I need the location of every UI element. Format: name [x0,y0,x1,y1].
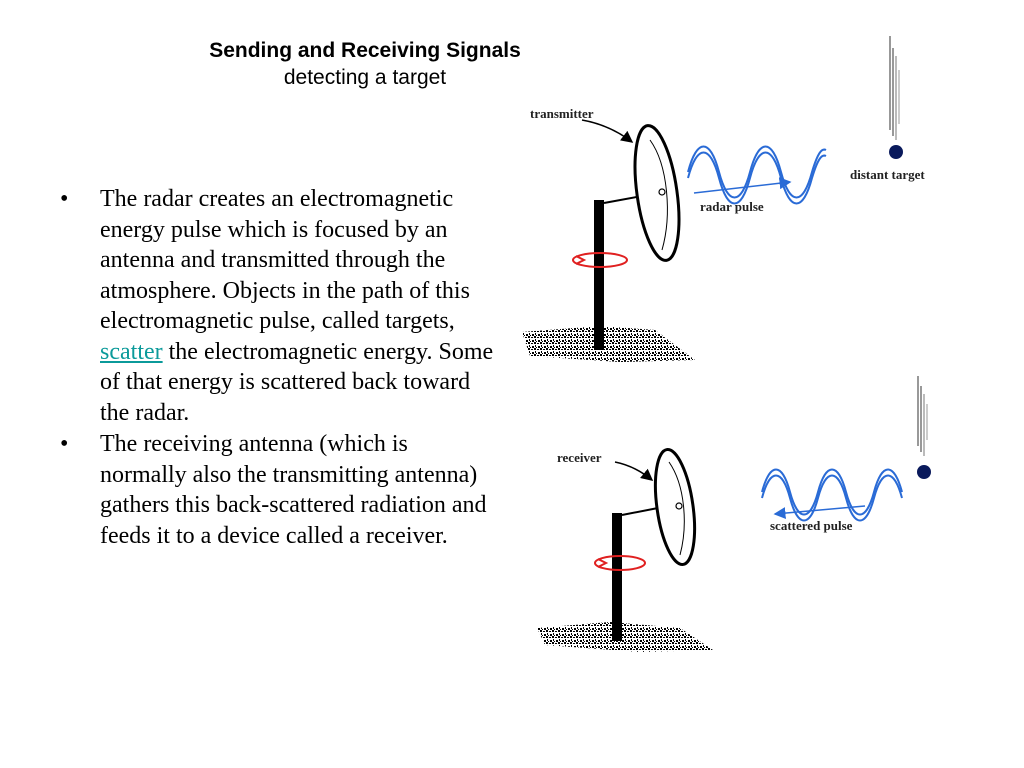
receiver-label: receiver [557,450,602,465]
transmitter-diagram: transmitter radar pulse distant target [522,36,925,362]
antenna-pole-bottom [612,513,622,641]
bullet-item-2: • The receiving antenna (which is normal… [60,429,500,551]
ground-top [522,326,695,362]
bullet-1-text-after: the electromagnetic energy. Some of that… [100,338,494,426]
bullet-item-1: • The radar creates an electromagnetic e… [60,184,500,428]
receiver-pointer-arrow [614,461,654,481]
title-main: Sending and Receiving Signals [209,39,521,62]
antenna-arm-bottom [621,507,659,516]
distant-target-top [889,36,903,159]
bullet-marker: • [60,186,69,212]
dish-receiver [653,448,697,566]
radar-pulse-wave [687,145,827,199]
rotation-icon-bottom [594,555,646,571]
title-subtitle: detecting a target [283,66,447,89]
rotation-icon-top [572,252,628,268]
receiver-diagram: receiver scattered pulse [537,376,931,652]
scattered-pulse-wave [761,468,903,516]
distant-target-bottom [917,376,931,479]
dish-transmitter [633,124,681,262]
slide-title: Sending and Receiving Signals detecting … [0,37,730,91]
bullet-2-text: The receiving antenna (which is normally… [100,431,487,549]
distant-target-label: distant target [850,167,925,182]
radar-pulse-label: radar pulse [700,199,764,214]
transmitter-pointer-arrow [581,119,634,143]
target-icon [889,145,903,159]
bullet-marker: • [60,431,69,457]
scatter-link[interactable]: scatter [100,338,163,365]
antenna-arm-top [603,195,643,204]
target-icon [917,465,931,479]
bullet-1-text-before: The radar creates an electromagnetic ene… [100,186,470,334]
ground-bottom [537,622,713,652]
bullet-list: • The radar creates an electromagnetic e… [60,184,500,552]
antenna-pole-top [594,200,604,350]
transmitter-label: transmitter [530,106,594,121]
scattered-pulse-label: scattered pulse [770,518,853,533]
